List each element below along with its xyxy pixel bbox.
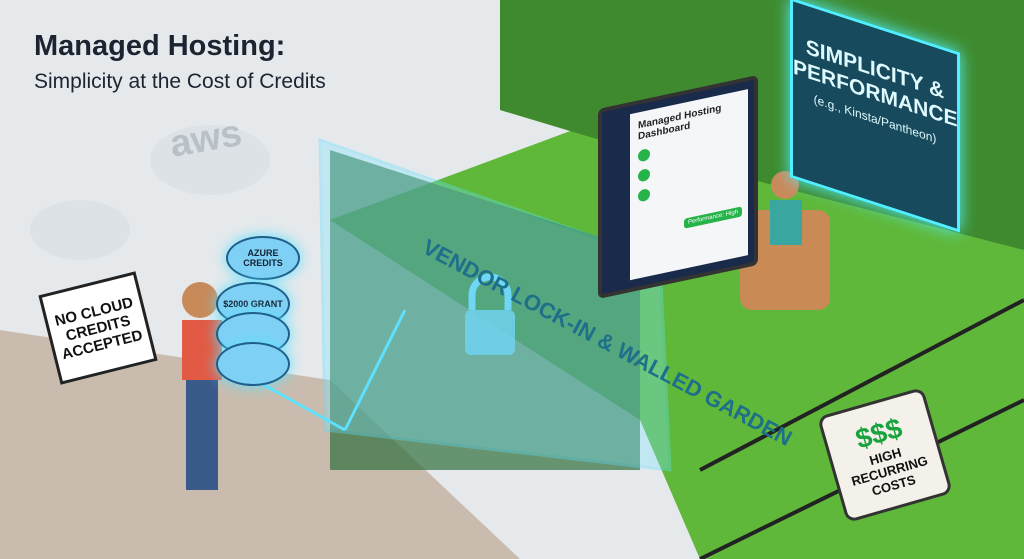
azure-cloud: [30, 200, 130, 260]
glass-wall: [318, 137, 672, 472]
aws-cloud: [150, 125, 270, 195]
check-icon: [638, 187, 650, 203]
check-icon: [638, 147, 650, 163]
dashboard-monitor: Managed Hosting Dashboard Performance: H…: [598, 74, 758, 300]
armchair: [740, 210, 830, 310]
padlock-icon: [465, 310, 515, 355]
check-icon: [638, 167, 650, 183]
page-title: Managed Hosting:: [34, 30, 286, 62]
deflect-arrow: [343, 309, 407, 431]
dirt-ground: [0, 330, 520, 559]
performance-badge: Performance: High: [683, 206, 742, 229]
azure-credits-coin: AZURE CREDITS: [226, 236, 300, 280]
dashboard-title: Managed Hosting Dashboard: [638, 102, 722, 143]
coin: [216, 342, 290, 386]
page-subtitle: Simplicity at the Cost of Credits: [34, 70, 326, 93]
man-carrying-coins: [182, 282, 218, 318]
